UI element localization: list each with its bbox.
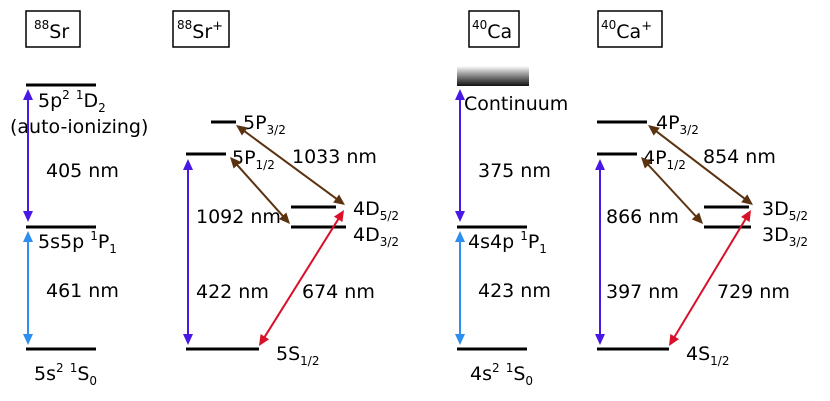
ca-ion-397nm-arrow (595, 159, 605, 345)
ca-375nm-label: 375 nm (478, 160, 551, 182)
ca-ion-title: 40Ca+ (601, 18, 652, 43)
sr-ion-title: 88Sr+ (177, 18, 223, 43)
ca-ion-panel: 40Ca+ 4P3/2 4P1/2 3D5/2 3D3/2 4S1/2 854 … (595, 10, 808, 368)
ca-ion-3D32-label: 3D3/2 (762, 224, 808, 249)
sr-ion-title-box (172, 10, 230, 48)
ca-ion-854nm-arrow (648, 125, 753, 205)
sr-ion-4D52-label: 4D5/2 (353, 198, 399, 223)
ca-ion-729nm-arrow (669, 210, 751, 346)
ca-level-4s2-1S0-label: 4s2 1S0 (470, 361, 533, 388)
ca-ion-397nm-label: 397 nm (606, 281, 679, 303)
ca-ion-3D52-label: 3D5/2 (762, 198, 808, 223)
sr-ion-422nm-arrow (183, 159, 193, 345)
ca-375nm-arrow (455, 89, 465, 222)
ca-ion-729nm-label: 729 nm (717, 281, 790, 303)
ca-ion-4P32-label: 4P3/2 (656, 112, 699, 137)
ca-423nm-arrow (455, 231, 465, 345)
ca-atom-panel: 40Ca Continuum 4s4p 1P1 4s2 1S0 375 nm 4… (455, 10, 568, 388)
ca-continuum-band (457, 66, 529, 86)
sr-ion-1033nm-arrow (236, 125, 345, 205)
ca-ion-4S12-label: 4S1/2 (686, 343, 729, 368)
ca-title: 40Ca (472, 18, 512, 43)
sr-ion-674nm-label: 674 nm (302, 281, 375, 303)
sr-ion-1033nm-label: 1033 nm (292, 146, 377, 168)
sr-level-5s5p-1P1-label: 5s5p 1P1 (38, 229, 117, 256)
ca-ion-866nm-arrow (641, 157, 703, 224)
sr-title-box (25, 10, 81, 48)
ca-423nm-label: 423 nm (478, 280, 551, 302)
sr-level-autoionizing-note: (auto-ionizing) (10, 116, 148, 138)
sr-ion-5P32-label: 5P3/2 (243, 112, 286, 137)
sr-405nm-arrow (23, 89, 33, 222)
ca-level-4s4p-1P1-label: 4s4p 1P1 (468, 229, 547, 256)
ca-ion-4P12-label: 4P1/2 (643, 147, 686, 172)
sr-ion-5S12-label: 5S1/2 (276, 343, 319, 368)
sr-ion-674nm-arrow (259, 210, 344, 346)
sr-ion-4D32-label: 4D3/2 (353, 224, 399, 249)
sr-405nm-label: 405 nm (46, 160, 119, 182)
sr-461nm-arrow (23, 231, 33, 345)
sr-ion-panel: 88Sr+ 5P3/2 5P1/2 4D5/2 4D3/2 5S1/2 1033… (172, 10, 399, 368)
sr-title: 88Sr (34, 18, 69, 43)
ca-ion-866nm-label: 866 nm (606, 206, 679, 228)
sr-ion-5P12-label: 5P1/2 (232, 147, 275, 172)
sr-461nm-label: 461 nm (46, 280, 119, 302)
sr-ion-1092nm-arrow (230, 157, 290, 224)
ca-ion-854nm-label: 854 nm (703, 146, 776, 168)
ca-ion-title-box (597, 10, 663, 48)
ca-continuum-label: Continuum (464, 93, 568, 115)
sr-ion-1092nm-label: 1092 nm (196, 206, 281, 228)
ca-title-box (468, 10, 520, 48)
sr-atom-panel: 88Sr 5p2 1D2 (auto-ionizing) 5s5p 1P1 5s… (10, 10, 148, 388)
sr-level-5s2-1S0-label: 5s2 1S0 (34, 361, 97, 388)
sr-level-5p2-1D2-label: 5p2 1D2 (38, 88, 106, 115)
sr-ion-422nm-label: 422 nm (196, 281, 269, 303)
